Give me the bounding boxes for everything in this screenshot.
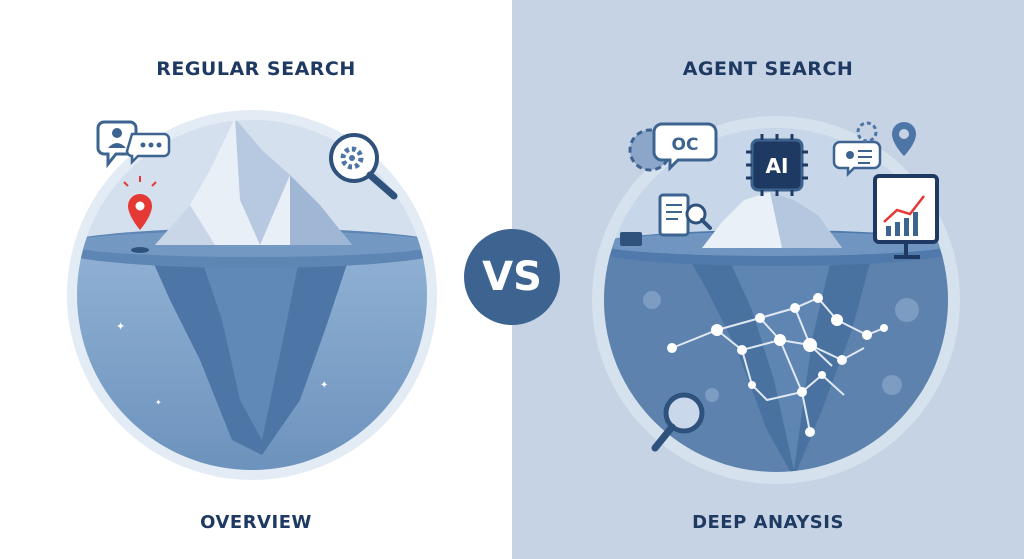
regular-search-title: REGULAR SEARCH [156, 58, 356, 80]
vs-badge: VS [464, 229, 560, 325]
regular-search-panel: REGULAR SEARCH [67, 58, 437, 533]
agent-search-panel: AGENT SEARCH [512, 0, 1024, 559]
ai-chip-label: AI [766, 154, 789, 178]
regular-search-iceberg-illustration: ✦ ✦ ✦ [67, 110, 437, 480]
monitor-chart-icon [873, 174, 939, 259]
chat-bubble-label: OC [672, 135, 699, 155]
svg-text:✦: ✦ [320, 380, 328, 391]
location-pin-icon [123, 176, 157, 253]
svg-text:✦: ✦ [155, 398, 162, 407]
search-gear-icon [329, 133, 398, 200]
magnifier-icon [651, 392, 705, 452]
agent-search-title: AGENT SEARCH [682, 58, 854, 80]
ai-chip-icon: AI [746, 134, 808, 196]
svg-text:✦: ✦ [116, 320, 125, 333]
agent-search-iceberg-illustration: AI OC [592, 116, 960, 484]
list-bubble-icon [832, 140, 882, 178]
location-pin-icon [856, 121, 916, 156]
document-icon [620, 193, 712, 246]
regular-search-caption: OVERVIEW [200, 512, 312, 533]
chat-bubble-icon: OC [628, 122, 718, 172]
user-chat-icon [96, 120, 171, 169]
agent-search-caption: DEEP ANAYSIS [692, 512, 844, 533]
